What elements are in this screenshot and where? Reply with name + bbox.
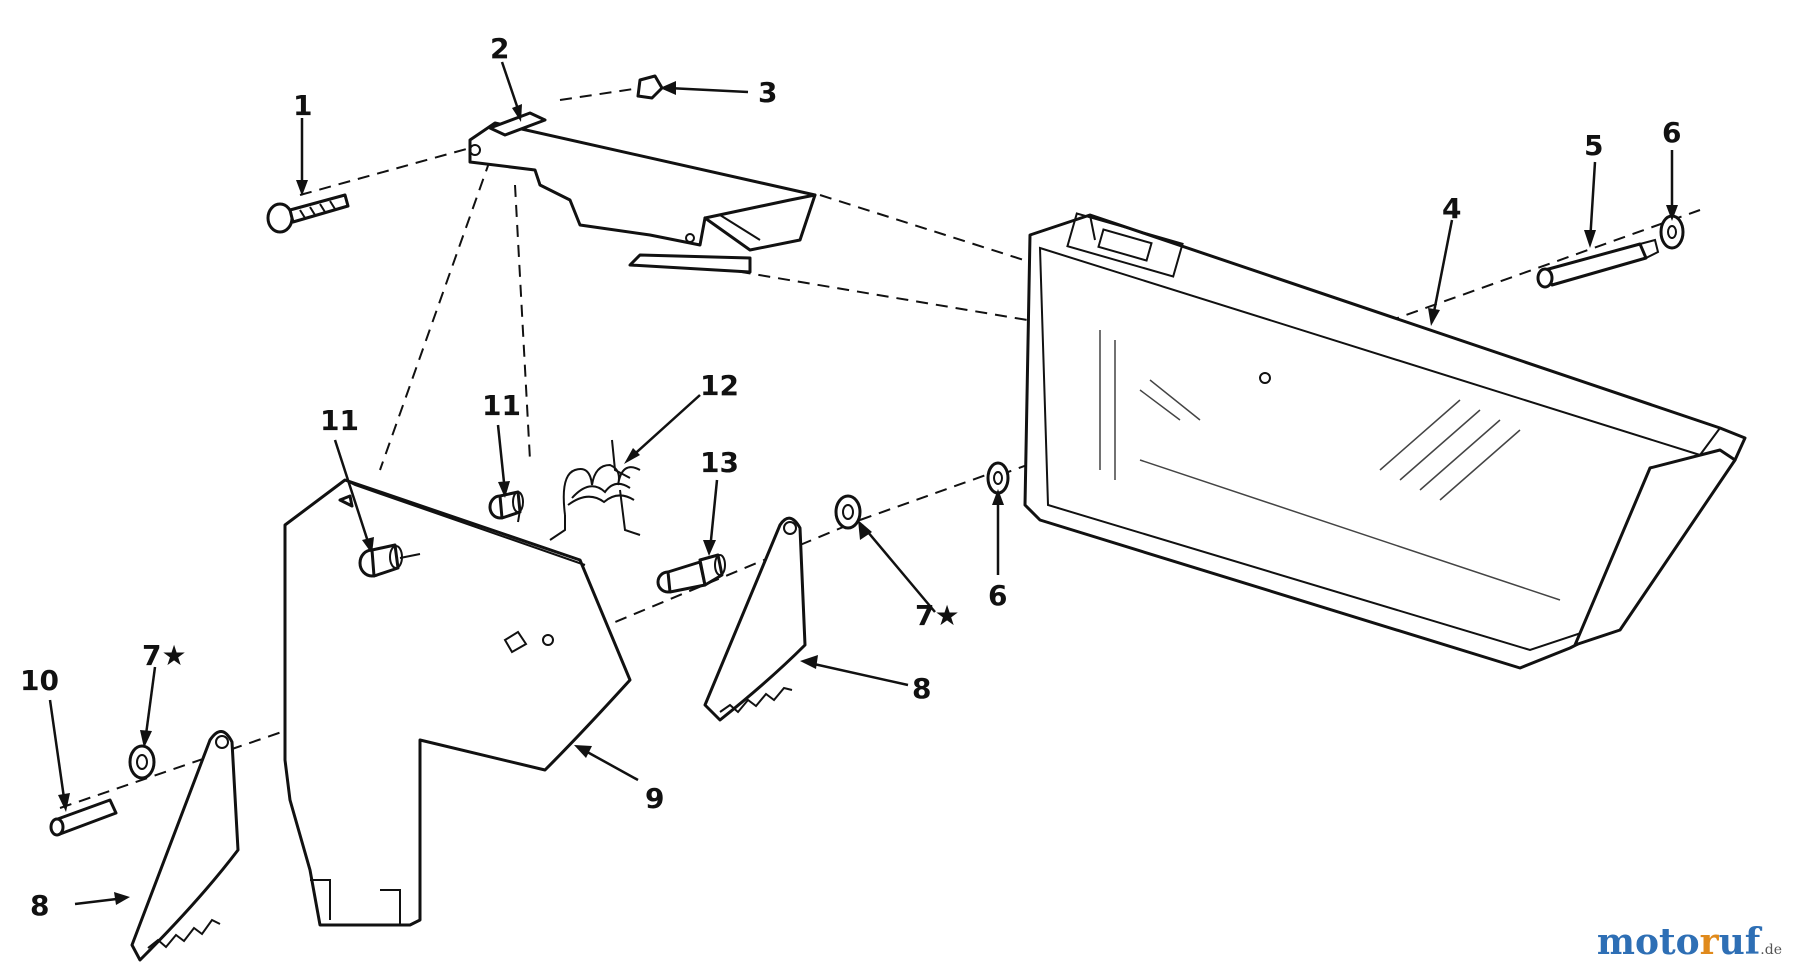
callout-3: 3 [758,76,777,109]
part-washer-6-left [986,461,1010,495]
part-pawl-8-right [703,516,807,722]
callout-8-left: 8 [30,889,49,922]
leader-lines [48,61,1674,906]
watermark-part-d: .de [1760,942,1782,958]
callout-5: 5 [1584,129,1603,162]
callout-4: 4 [1442,192,1461,225]
callout-12: 12 [700,369,739,402]
part-retainer-7-left [128,744,156,780]
callout-6-upper: 6 [1662,116,1681,149]
part-spreader-arm [468,111,817,274]
callout-8-right: 8 [912,672,931,705]
callout-2: 2 [490,32,509,65]
part-guard-housing [1023,212,1747,670]
part-pin-10 [49,798,118,837]
callout-9: 9 [645,782,664,815]
callout-10: 10 [20,664,59,697]
part-splitter-plate [283,478,632,927]
part-pawl-8-left [130,730,240,962]
part-washer-6-right [1659,214,1685,250]
part-retainer-7-right [834,494,862,530]
part-spacer-11-right [488,490,524,520]
part-bolt [266,193,350,234]
watermark-part-c: uf [1718,921,1761,963]
leader-arrowheads [58,81,1678,905]
part-nut [636,74,664,100]
callout-7-left: 7★ [142,639,187,672]
callout-11-left: 11 [320,404,359,437]
callout-13: 13 [700,446,739,479]
watermark-part-a: moto [1596,921,1700,963]
callout-numbers: 1 2 3 4 5 6 6 7★ 7★ 8 8 9 10 11 11 12 13 [20,32,1681,922]
callout-11-right: 11 [482,389,521,422]
callout-7-right: 7★ [915,599,960,632]
part-bushing [656,553,726,594]
watermark-logo: motoruf.de [1597,921,1782,963]
watermark-part-b: r [1699,921,1719,963]
callout-1: 1 [293,89,312,122]
callout-6-lower: 6 [988,579,1007,612]
part-pin-5 [1536,238,1660,289]
part-spring [549,439,641,541]
